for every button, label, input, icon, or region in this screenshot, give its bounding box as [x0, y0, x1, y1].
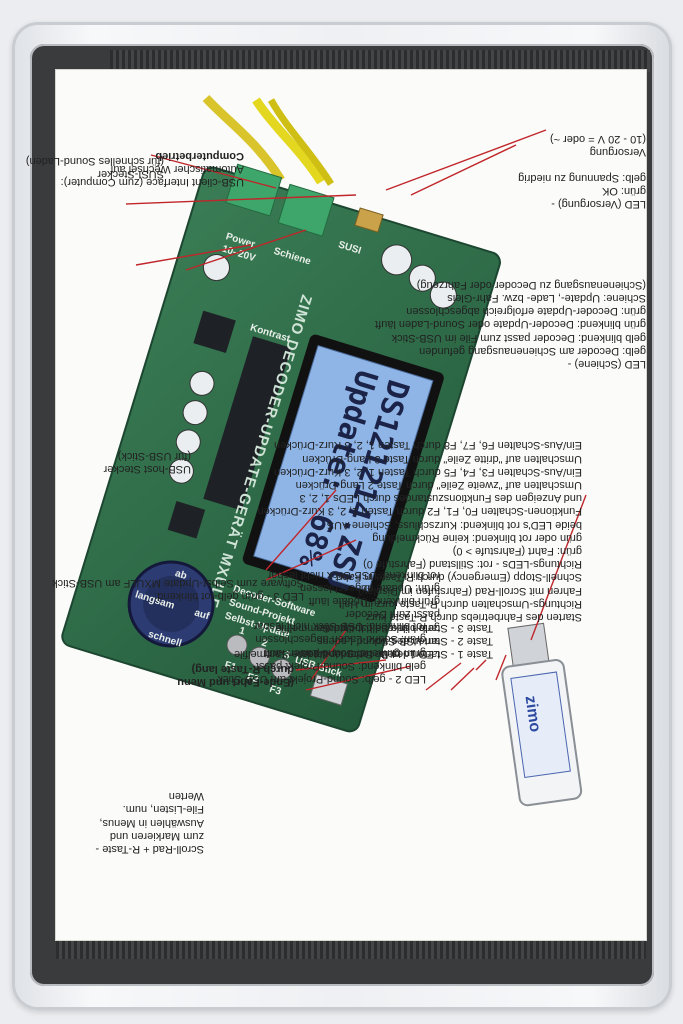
led-schiene-line-7: (Schienenausgang zu Decoder oder Fahrzeu…	[416, 278, 646, 291]
led-label-2: 2	[260, 637, 269, 649]
key-label-f3: F3	[268, 684, 283, 698]
led-label-3: 3	[283, 650, 292, 662]
terminal-block-power	[225, 163, 283, 217]
instruction-card: ZIMO DECODER-UPDATE-GERÄT MXULF Power Sc…	[26, 70, 646, 940]
led1-line-5: grün blinkend: Update läuft	[308, 595, 440, 608]
knob-label-top: ab	[174, 568, 188, 582]
knob-label-right: auf	[193, 607, 211, 622]
annotation-versorgung: Versorgung (10 - 20 V = oder ~)	[550, 132, 646, 158]
led2-line-1: LED 2 - gelb: Sound-Projekt am USB-Stick	[217, 673, 426, 685]
led-schiene-line-2: gelb: Decoder am Schienenausgang gefunde…	[419, 344, 646, 357]
pcb-board: ZIMO DECODER-UPDATE-GERÄT MXULF Power Sc…	[61, 163, 501, 733]
scroll-rad-line-5: Werten	[168, 790, 204, 803]
annotation-usb-client: USB-client Interface (zum Computer): Aut…	[61, 148, 244, 188]
annotation-led-schiene: LED (Schiene) - gelb: Decoder am Schiene…	[375, 278, 646, 370]
annotation-tasten: Taste 1 - Starten des Decoder-Updates Ta…	[302, 620, 493, 660]
led2-line-2: gelb blinkend: Sound-Projekt passt	[256, 659, 426, 672]
usb-host-desc: (für USB-Stick)	[117, 449, 191, 462]
fahrbetrieb-line-6: grün: Fahrt (Fahrstufe > 0)	[452, 544, 582, 557]
led-label-1: 1	[238, 625, 247, 637]
supply-wire-2	[252, 97, 325, 185]
key-3	[271, 658, 293, 680]
stick-brand-logo: zimo	[522, 695, 544, 734]
usb-client-line-2: Automatischer Wechsel auf	[110, 162, 244, 175]
led-versorgung-low: gelb: Spannung zu niedrig	[518, 171, 646, 184]
versorgung-title: Versorgung	[589, 146, 646, 158]
leader-lines	[125, 129, 587, 691]
led-schiene-line-3: gelb blinkend: Decoder passt zum File im…	[391, 331, 646, 344]
led1-line-6: grün: Update abgeschlossen	[299, 581, 440, 594]
led1-line-7: rot blinkend: USB-Stick nicht lesbar	[267, 568, 440, 581]
key-label-f1: F1	[223, 660, 238, 674]
fahrbetrieb-line-11: Umschalten auf "zweite Zeile" durch Tast…	[295, 478, 582, 491]
supply-wire	[202, 94, 285, 183]
led-schiene-line-6: Schiene: Update-, Lade- bzw. Fahr-Gleis	[447, 291, 646, 304]
led1-line-4: passt zum Decoder	[345, 608, 440, 621]
annotation-scroll-rad: Scroll-Rad + R-Taste - zum Markieren und…	[95, 789, 204, 855]
led-versorgung-title: LED (Versorgung) -	[551, 198, 646, 210]
fahrbetrieb-line-7: grün oder rot blinkend: keine Rückmeldun…	[372, 531, 582, 544]
annotation-led-versorgung: LED (Versorgung) - grün: OK gelb: Spannu…	[518, 170, 646, 210]
fahrbetrieb-line-8: beide LED's rot blinkend: Kurzschluss, S…	[326, 518, 582, 531]
key-2	[248, 646, 270, 668]
led-schiene-line-5: grün: Decoder-Update erfolgreich abgesch…	[406, 305, 646, 318]
device-illustration: ZIMO DECODER-UPDATE-GERÄT MXULF Power Sc…	[61, 94, 587, 807]
foam-strip-top	[110, 50, 650, 72]
lcd-screen	[253, 345, 434, 592]
led-versorgung-ok: grün: OK	[601, 184, 646, 197]
fahrbetrieb-line-12: Ein/Aus-Schalten F3, F4, F5 durch Tasten…	[274, 465, 582, 478]
usb-client-connector	[354, 207, 384, 233]
fahrbetrieb-line-10: und Anzeigen des Funktionszustandes durc…	[299, 492, 582, 505]
taste-1-desc: Taste 1 - Starten des Decoder-Updates	[302, 648, 493, 660]
fahrbetrieb-line-9: Funktionen-Schalten F0, F1, F2 durch Tas…	[257, 505, 582, 518]
usb-client-line-3: Computerbetrieb	[155, 149, 244, 162]
fahrbetrieb-line-14: Ein/Aus-Schalten F6, F7, F8 durch Tasten…	[274, 439, 582, 452]
usb-host-title: USB-host Stecker	[103, 463, 191, 475]
versorgung-range: (10 - 20 V = oder ~)	[550, 132, 646, 145]
usb-stick: zimo	[501, 622, 583, 807]
scroll-rad-line-2: zum Markieren und	[109, 829, 204, 842]
usb-client-line-1: USB-client Interface (zum Computer):	[60, 176, 244, 188]
annotation-usb-host: USB-host Stecker (für USB-Stick)	[104, 449, 191, 475]
led-schiene-line-1: LED (Schiene) -	[567, 358, 646, 370]
key-label-f2: F2	[246, 672, 261, 686]
taste-3-desc: Taste 3 - Starten des Selbst-Update	[318, 621, 493, 634]
supply-wire-3	[267, 98, 334, 186]
taste-2-desc: Taste 2 - Starten des Sound-Ladens	[316, 634, 493, 647]
led-schiene-line-4: grün blinkend: Decoder-Update oder Sound…	[375, 318, 646, 331]
key-1	[226, 634, 248, 656]
fahrbetrieb-line-13: Umschalten auf "dritte Zeile" durch Tast…	[302, 452, 582, 465]
scroll-rad-line-4: File-Listen, num.	[122, 803, 204, 816]
scroll-rad-line-1: Scroll-Rad + R-Taste -	[95, 843, 204, 855]
scroll-rad-line-3: Auswählen in Menus,	[99, 816, 204, 829]
